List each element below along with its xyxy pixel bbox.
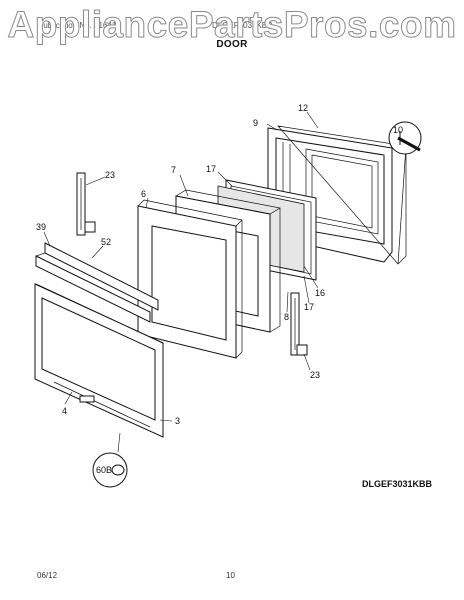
- leader-lines: [43, 111, 319, 453]
- callout-23-top: 23: [105, 170, 115, 180]
- model-header: DLGEF3031KBB: [212, 21, 273, 30]
- publication-header: Publication No. 316415: [38, 21, 121, 30]
- callout-7: 7: [171, 165, 176, 175]
- part-23-hinge-left: [76, 172, 96, 236]
- callout-10: 10: [393, 125, 403, 135]
- part-60b-screw-circle: [92, 452, 128, 488]
- part-52-handle: [35, 242, 159, 323]
- callout-17-top: 17: [206, 164, 216, 174]
- callout-8: 8: [284, 312, 289, 322]
- diagram-code: DLGEF3031KBB: [362, 479, 433, 489]
- callout-52: 52: [101, 237, 111, 247]
- footer-date: 06/12: [37, 571, 58, 580]
- callout-6: 6: [141, 189, 146, 199]
- part-23-hinge-right: [290, 292, 308, 356]
- part-10-screw-circle: [388, 121, 422, 155]
- callout-39: 39: [36, 222, 46, 232]
- section-title: DOOR: [216, 39, 248, 50]
- callout-12: 12: [298, 103, 308, 113]
- callout-4: 4: [62, 406, 67, 416]
- callout-60b: 60B: [96, 465, 112, 475]
- callout-23-bottom: 23: [310, 370, 320, 380]
- callout-3: 3: [175, 416, 180, 426]
- callout-17-bottom: 17: [304, 302, 314, 312]
- part-6-door-frame: [137, 199, 243, 359]
- footer-page-number: 10: [226, 571, 235, 580]
- part-3-outer-door: [34, 283, 164, 438]
- callout-16: 16: [315, 288, 325, 298]
- callout-9: 9: [253, 118, 258, 128]
- part-12-frame: [277, 125, 407, 265]
